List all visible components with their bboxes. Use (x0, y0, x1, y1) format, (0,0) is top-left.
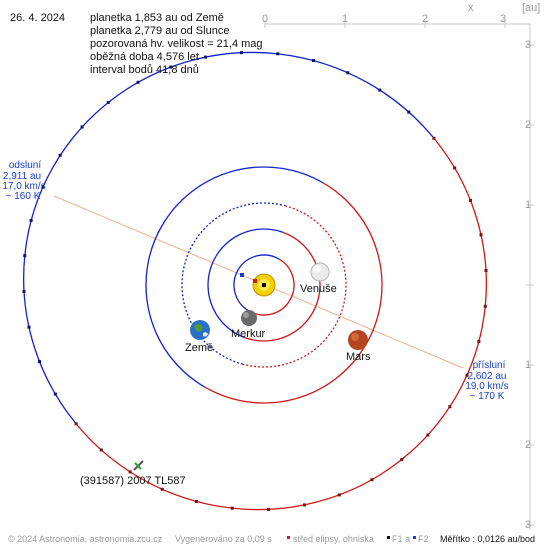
orbit-interval-dot (195, 499, 199, 503)
orbit-interval-dot (230, 506, 234, 510)
mercury-orbit-far (233, 254, 280, 312)
orbit-interval-dot (337, 493, 341, 497)
earth-orbit-far (181, 202, 286, 365)
orbit-interval-dot (407, 110, 411, 114)
x-tick-label: 1 (342, 13, 349, 25)
orbit-interval-dot (23, 254, 27, 258)
x-tick-label: 2 (422, 13, 429, 25)
date-label: 26. 4. 2024 (10, 12, 66, 24)
venus-icon (310, 262, 330, 282)
perihelion-title: přísluní (472, 360, 506, 371)
orbit-interval-dot (239, 51, 243, 55)
asteroid-icon (133, 460, 144, 471)
mercury-icon (241, 310, 257, 326)
aphelion-distance: 2,911 au (2, 171, 42, 182)
orbit-interval-dot (22, 290, 26, 294)
x-tick-label: 0 (262, 13, 269, 25)
orbit-interval-dot (106, 100, 110, 104)
y-tick-label: 3 (525, 39, 532, 51)
orbit-interval-dot (426, 433, 430, 437)
generated-time: Vygenerováno za 0,09 s (175, 534, 272, 544)
legend-f1-marker (387, 536, 390, 539)
orbit-interval-dot (29, 218, 33, 222)
orbit-interval-dot (448, 405, 452, 409)
orbit-interval-dot (484, 268, 488, 272)
y-tick-label: 3 (525, 519, 532, 531)
focus-marker (240, 273, 244, 277)
info-magnitude: pozorovaná hv. velikost = 21,4 mag (90, 38, 263, 50)
orbit-interval-dot (128, 470, 132, 474)
venus-orbit-far (207, 228, 284, 339)
legend-center-marker (287, 536, 290, 539)
legend-center: střed elipsy, ohniska (293, 534, 374, 544)
info-earth-distance: planetka 1,853 au od Země (90, 12, 224, 24)
info-sun-distance: planetka 2,779 au od Slunce (90, 25, 230, 37)
orbit-interval-dot (378, 88, 382, 92)
orbit-interval-dot (99, 448, 103, 452)
aphelion-speed: 17,0 km/s (2, 181, 46, 192)
orbit-interval-dot (80, 125, 84, 129)
orbit-interval-dot (58, 153, 62, 157)
y-tick-label: 2 (525, 439, 532, 451)
y-tick-label: 1 (525, 199, 532, 211)
venus-orbit-near (244, 231, 321, 342)
y-tick-label: 2 (525, 119, 532, 131)
x-axis-label: x (468, 2, 474, 14)
orbit-interval-dot (37, 360, 41, 364)
orbit-interval-dot (432, 136, 436, 140)
venus-label: Venuše (300, 283, 337, 295)
orbit-interval-dot (53, 392, 57, 396)
orbit-interval-dot (465, 373, 469, 377)
orbit-interval-dot (303, 503, 307, 507)
mercury-label: Merkur (231, 328, 266, 340)
mercury-orbit-near (248, 258, 295, 316)
orbit-interval-dot (453, 166, 457, 170)
orbit-interval-dot (370, 478, 374, 482)
orbit-interval-dot (74, 422, 78, 426)
asteroid-orbit-near (75, 137, 487, 510)
info-period: oběžná doba 4,576 let (90, 51, 199, 63)
sun-icon (252, 273, 276, 297)
info-interval: interval bodů 41,8 dnů (90, 64, 199, 76)
orbit-interval-dot (27, 325, 31, 329)
x-tick-label: 3 (500, 13, 507, 25)
ellipse-center-marker (253, 279, 257, 283)
orbit-interval-dot (400, 458, 404, 462)
orbit-interval-dot (477, 340, 481, 344)
orbit-interval-dot (311, 59, 315, 63)
mars-orbit-far (145, 166, 324, 388)
unit-label: [au] (522, 2, 541, 14)
orbit-interval-dot (136, 80, 140, 84)
y-tick-label: 1 (525, 359, 532, 371)
orbit-interval-dot (160, 487, 164, 491)
copyright: © 2024 Astronomia, astronomia.zcu.cz (8, 534, 163, 544)
mars-icon (348, 330, 368, 350)
earth-icon (190, 320, 210, 340)
legend-f1: F1 a (392, 534, 411, 544)
asteroid-label: (391587) 2007 TL587 (80, 475, 186, 487)
orbit-interval-dot (276, 52, 280, 56)
scale-label: Měřítko : 0,0126 au/bod (440, 534, 536, 544)
orbit-interval-dot (267, 507, 271, 511)
orbit-interval-dot (483, 304, 487, 308)
orbit-interval-dot (469, 198, 473, 202)
earth-label: Země (185, 342, 214, 354)
aphelion-title: odsluní (8, 160, 42, 171)
perihelion-distance: 2,602 au (467, 371, 507, 382)
orbit-interval-dot (479, 233, 483, 237)
mars-label: Mars (346, 351, 371, 363)
orbit-interval-dot (346, 71, 350, 75)
orbit-interval-dot (41, 185, 45, 189)
orbit-interval-dot (169, 65, 173, 69)
aphelion-temperature: ~ 160 K (5, 191, 41, 202)
earth-orbit-near (242, 205, 347, 368)
legend-f2: F2 (418, 534, 429, 544)
legend-f2-marker (413, 536, 416, 539)
perihelion-temperature: ~ 170 K (469, 391, 505, 402)
orbit-interval-dot (203, 55, 207, 59)
perihelion-speed: 19,0 km/s (465, 381, 509, 392)
